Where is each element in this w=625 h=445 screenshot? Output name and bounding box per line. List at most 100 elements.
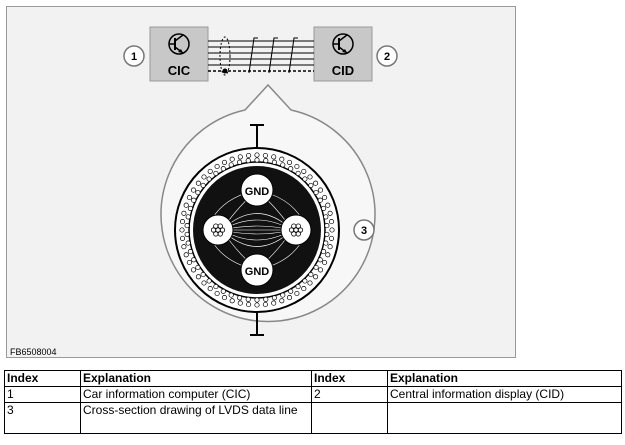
braid-strand <box>190 267 197 273</box>
braid-strand <box>301 168 307 174</box>
braid-strand <box>191 257 197 263</box>
braid-strand <box>323 240 329 246</box>
braid-strand <box>328 219 335 225</box>
braid-strand <box>308 272 314 278</box>
braid-strand <box>206 176 212 182</box>
braid-strand <box>313 274 319 280</box>
braid-strand <box>179 235 186 241</box>
braid-strand <box>280 292 286 298</box>
braid-strand <box>271 295 277 301</box>
legend-index: 1 <box>4 386 81 403</box>
braid-strand <box>214 290 220 297</box>
braid-strand <box>254 157 260 163</box>
braid-strand <box>214 163 220 170</box>
transistor-icon-cic <box>168 33 190 55</box>
legend-explanation: Cross-section drawing of LVDS data line <box>80 402 312 434</box>
braid-strand <box>288 166 294 172</box>
braid-strand <box>313 180 319 186</box>
braid-strand <box>321 205 327 211</box>
braid-strand <box>201 280 207 286</box>
callout-3-label: 3 <box>361 225 367 237</box>
cid-label: CID <box>332 63 354 78</box>
braid-strand <box>317 257 323 263</box>
braid-strand <box>295 284 301 290</box>
legend-row: 3 Cross-section drawing of LVDS data lin… <box>4 402 622 434</box>
cic-label: CIC <box>168 63 191 78</box>
conductor-strand <box>297 227 304 233</box>
gnd-bottom-label: GND <box>245 266 270 278</box>
callout-2: 2 <box>376 45 398 67</box>
braid-strand <box>195 180 201 186</box>
braid-strand <box>179 219 186 225</box>
braid-strand <box>325 202 331 208</box>
braid-strand <box>307 174 313 180</box>
conductor-strand <box>291 231 297 237</box>
figure-id: FB6508004 <box>10 347 57 357</box>
braid-strand <box>186 259 192 266</box>
braid-strand <box>308 182 314 188</box>
signal-conductor-left <box>202 214 234 246</box>
braid-strand <box>185 214 191 220</box>
braid-strand <box>186 194 192 201</box>
braid-strand <box>327 210 333 216</box>
braid-strand <box>323 214 329 220</box>
braid-strand <box>280 162 286 168</box>
braid-strand <box>317 267 324 273</box>
braid-strand <box>228 292 234 298</box>
conductor-strand <box>219 227 226 233</box>
header-index-1: Index <box>4 370 81 387</box>
braid-strand <box>229 156 235 162</box>
braid-strand <box>187 205 193 211</box>
braid-strand <box>295 170 301 176</box>
conductor-strand <box>217 223 223 229</box>
transistor-icon-cid <box>332 33 354 55</box>
braid-strand <box>213 284 219 290</box>
signal-conductor-right <box>280 214 312 246</box>
braid-strand <box>324 223 330 229</box>
braid-strand <box>322 259 328 266</box>
braid-strand <box>213 170 219 176</box>
cid-module: CID <box>313 26 373 82</box>
braid-strand <box>254 302 260 308</box>
legend-header-row: Index Explanation Index Explanation <box>4 370 622 387</box>
braid-strand <box>245 158 251 164</box>
cic-module: CIC <box>149 26 209 82</box>
braid-strand <box>286 159 293 165</box>
braid-strand <box>195 274 201 280</box>
braid-strand <box>262 301 268 308</box>
braid-strand <box>207 286 213 292</box>
braid-strand <box>325 252 331 258</box>
braid-strand <box>246 301 252 308</box>
braid-strand <box>185 240 191 246</box>
gnd-top-label: GND <box>245 186 270 198</box>
braid-strand <box>183 252 189 258</box>
braid-strand <box>237 295 243 301</box>
braid-strand <box>317 187 324 193</box>
legend-index: 2 <box>311 386 388 403</box>
braid-strand <box>321 249 327 255</box>
braid-strand <box>190 187 197 193</box>
braid-strand <box>220 288 226 294</box>
conductor-strand <box>217 231 223 237</box>
braid-strand <box>294 290 300 297</box>
braid-strand <box>279 298 285 304</box>
braid-strand <box>201 174 207 180</box>
braid-strand <box>183 202 189 208</box>
braid-strand <box>271 154 277 160</box>
braid-strand <box>179 227 185 233</box>
braid-strand <box>184 223 190 229</box>
braid-strand <box>237 300 243 306</box>
diagram-figure: 1 CIC <box>6 6 516 358</box>
braid-strand <box>221 159 228 165</box>
lvds-cable-lines <box>208 36 314 76</box>
braid-strand <box>301 286 307 292</box>
legend-explanation: Central information display (CID) <box>387 386 622 403</box>
legend-explanation <box>387 402 622 434</box>
braid-strand <box>279 156 285 162</box>
header-explanation-2: Explanation <box>387 370 622 387</box>
callout-2-label: 2 <box>384 51 390 63</box>
braid-strand <box>184 231 190 237</box>
header-index-2: Index <box>311 370 388 387</box>
braid-strand <box>322 194 328 201</box>
callout-1: 1 <box>123 45 145 67</box>
